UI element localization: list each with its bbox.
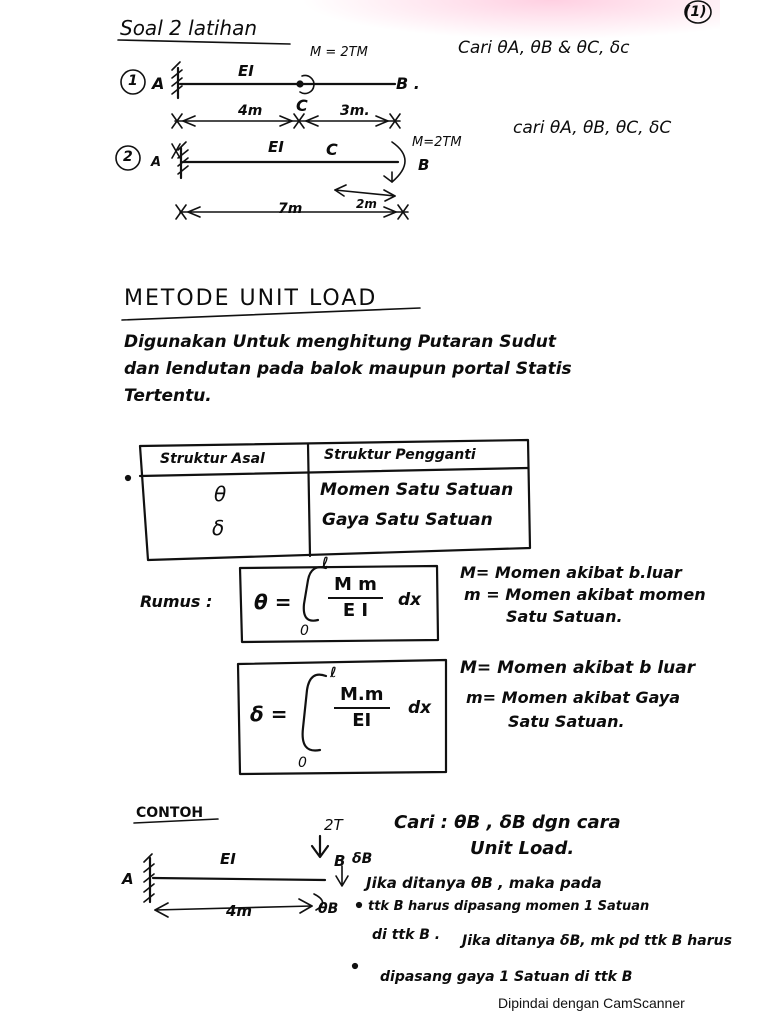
p1-node-c: C	[296, 96, 308, 115]
formula-theta-num: M m	[328, 576, 383, 599]
table-header-pengganti: Struktur Pengganti	[324, 447, 476, 463]
contoh-cari-2: Unit Load.	[470, 838, 575, 859]
scan-tint	[300, 0, 720, 40]
formula-delta-num: M.m	[334, 686, 390, 709]
f1-note-3: Satu Satuan.	[506, 607, 623, 626]
f2-note-2: m= Momen akibat Gaya	[466, 688, 681, 707]
contoh-delta-b: δB	[352, 851, 373, 867]
bullet-1-line-1: Jika ditanya θB , maka pada	[366, 874, 602, 892]
p2-node-b: B	[418, 156, 430, 174]
bullet-1-line-3: di ttk B .	[372, 927, 441, 943]
p1-len-1: 4m	[238, 103, 263, 119]
p2-ei: EI	[268, 138, 284, 156]
contoh-node-a: A	[122, 870, 134, 888]
camscanner-watermark: Dipindai dengan CamScanner	[498, 995, 685, 1011]
p2-node-c: C	[326, 140, 338, 159]
f2-note-1: M= Momen akibat b luar	[460, 658, 696, 678]
contoh-node-b: B	[334, 852, 346, 870]
p1-node-a: A	[152, 74, 165, 93]
f1-note-1: M= Momen akibat b.luar	[460, 563, 682, 582]
contoh-load: 2T	[324, 816, 343, 834]
formula-delta-dx: dx	[408, 698, 432, 718]
contoh-length: 4m	[226, 902, 253, 920]
f1-note-2: m = Momen akibat momen	[464, 585, 706, 604]
p1-node-b: B .	[396, 74, 420, 93]
formula-delta-upper: ℓ	[330, 665, 337, 681]
table-cell-momen: Momen Satu Satuan	[320, 480, 514, 500]
p1-moment: M = 2TM	[310, 45, 368, 60]
problem-2-number: 2	[123, 149, 133, 165]
table-cell-theta: θ	[214, 482, 227, 506]
rumus-label: Rumus :	[140, 592, 213, 611]
problem-1-number: 1	[128, 73, 138, 89]
formula-theta-dx: dx	[398, 590, 422, 610]
formula-theta-upper: ℓ	[322, 555, 329, 571]
p1-ei: EI	[238, 62, 254, 80]
formula-theta-lower: 0	[300, 623, 309, 639]
page-title: Soal 2 latihan	[120, 16, 258, 40]
formula-delta-lower: 0	[298, 755, 307, 771]
table-cell-delta: δ	[212, 516, 225, 540]
bullet-2-line-2: dipasang gaya 1 Satuan di ttk B	[380, 969, 633, 985]
page-number: (1)	[684, 4, 707, 20]
section-title: METODE UNIT LOAD	[124, 286, 378, 311]
f2-note-3: Satu Satuan.	[508, 712, 625, 731]
table-header-asal: Struktur Asal	[160, 451, 265, 467]
formula-theta-den: E I	[342, 600, 369, 621]
desc-line-3: Tertentu.	[124, 386, 212, 406]
p2-len-short: 2m	[356, 197, 377, 211]
table-cell-gaya: Gaya Satu Satuan	[322, 510, 493, 530]
cari-problem-1: Cari θA, θB & θC, δc	[458, 38, 630, 58]
formula-theta-lhs: θ =	[254, 590, 292, 614]
bullet-1-line-2: ttk B harus dipasang momen 1 Satuan	[368, 899, 650, 914]
p2-moment: M=2TM	[412, 135, 462, 150]
desc-line-1: Digunakan Untuk menghitung Putaran Sudut	[124, 332, 556, 352]
p2-len-total: 7m	[278, 201, 303, 217]
desc-line-2: dan lendutan pada balok maupun portal St…	[124, 359, 572, 379]
formula-delta-lhs: δ =	[250, 702, 288, 726]
contoh-title: CONTOH	[136, 805, 204, 821]
p1-len-2: 3m.	[340, 103, 370, 119]
p2-node-a: A	[151, 155, 162, 170]
contoh-cari: Cari : θB , δB dgn cara	[394, 812, 621, 833]
bullet-2-line-1: Jika ditanya δB, mk pd ttk B harus	[462, 933, 732, 949]
contoh-ei: EI	[220, 850, 236, 868]
cari-problem-2: cari θA, θB, θC, δC	[513, 118, 672, 138]
contoh-theta-b: θB	[318, 901, 339, 917]
formula-delta-den: EI	[352, 710, 372, 731]
